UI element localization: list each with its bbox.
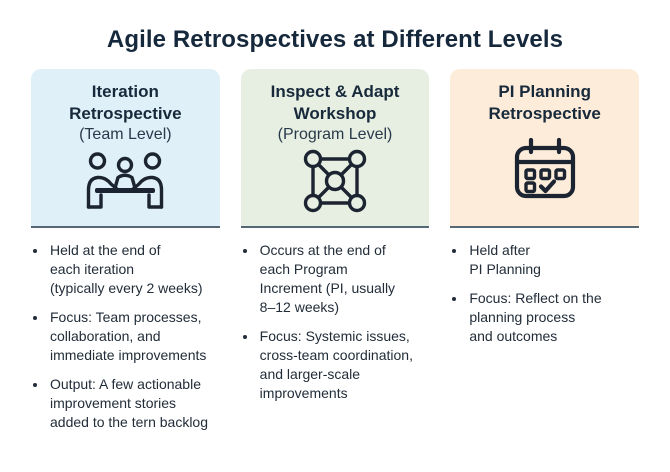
network-nodes-icon [303, 149, 367, 212]
bullet-item: Held after PI Planning [467, 241, 639, 279]
bullet-list: Held after PI Planning Focus: Reflect on… [450, 241, 639, 346]
card-iteration-retrospective: Iteration Retrospective (Team Level) [31, 69, 220, 228]
card-inspect-adapt-workshop: Inspect & Adapt Workshop (Program Level) [240, 69, 430, 228]
bullet-list: Occurs at the end of each Program Increm… [241, 241, 430, 403]
bullet-item: Occurs at the end of each Program Increm… [258, 241, 430, 317]
page-title: Agile Retrospectives at Different Levels [106, 26, 564, 53]
bullet-item: Held at the end of each iteration (typic… [48, 241, 220, 298]
column-pi-planning-retrospective: PI Planning Retrospective Held after PI … [450, 69, 640, 442]
card-pi-planning-retrospective: PI Planning Retrospective [450, 69, 640, 228]
bullet-item: Output: A few actionable improvement sto… [48, 375, 220, 432]
icon-wrap [247, 145, 424, 216]
bullet-list: Held at the end of each iteration (typic… [31, 241, 220, 432]
bullet-item: Focus: Team processes, collaboration, an… [48, 308, 220, 365]
bullet-item: Focus: Reflect on the planning process a… [467, 289, 639, 346]
team-meeting-icon [87, 151, 164, 209]
bullet-item: Focus: Systemic issues, cross-team coord… [258, 327, 430, 403]
card-title: Iteration Retrospective [69, 82, 182, 123]
columns-container: Iteration Retrospective (Team Level) [0, 69, 670, 442]
calendar-check-icon [514, 138, 575, 199]
icon-wrap [37, 145, 214, 216]
icon-wrap [456, 125, 633, 217]
card-subtitle: (Team Level) [79, 125, 172, 143]
column-iteration-retrospective: Iteration Retrospective (Team Level) [31, 69, 220, 442]
card-subtitle: (Program Level) [277, 125, 393, 143]
card-title: PI Planning Retrospective [488, 82, 601, 123]
column-inspect-adapt-workshop: Inspect & Adapt Workshop (Program Level) [240, 69, 430, 442]
card-title: Inspect & Adapt Workshop [270, 82, 400, 123]
